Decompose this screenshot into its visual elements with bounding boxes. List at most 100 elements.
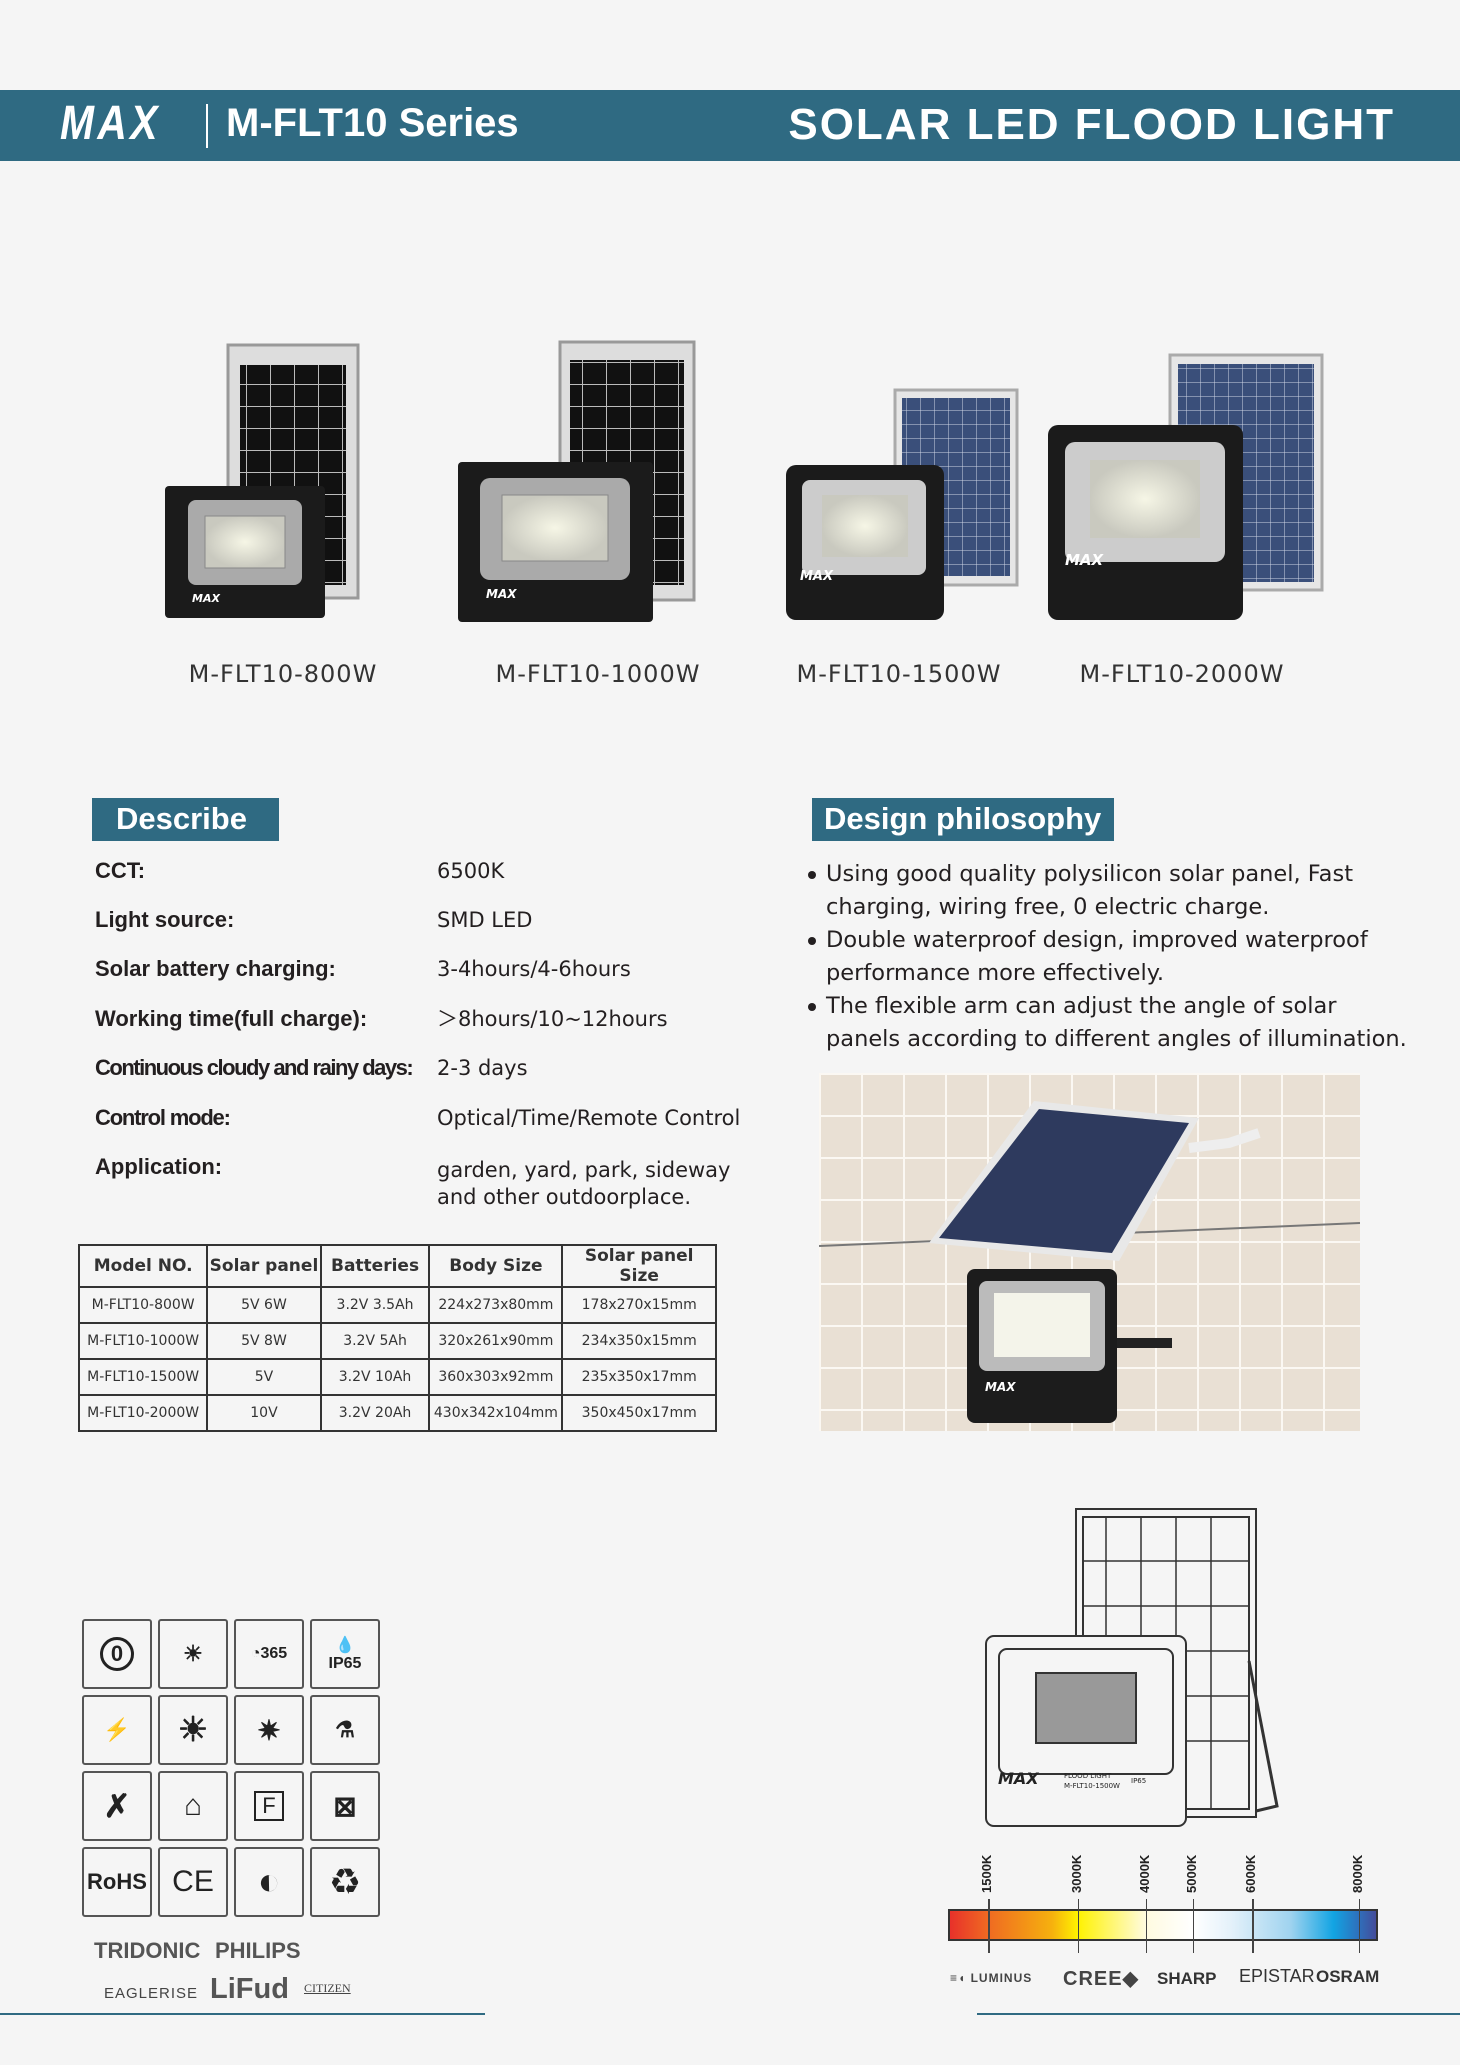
rohs-icon: RoHS [82,1847,152,1917]
cree-logo-icon: ◆ [1122,1968,1139,1990]
installation-photo: MAX [819,1073,1360,1431]
cct-tick [1192,1899,1195,1953]
ce-icon: CE [158,1847,228,1917]
cell: 320x261x90mm [428,1322,564,1360]
outdoor-house-icon: ⌂ [158,1771,228,1841]
spec-value: Optical/Time/Remote Control [437,1106,741,1130]
product-images: MAX MAX MAX MAX [165,340,1324,622]
spec-value: ＞8hours/10~12hours [437,1007,668,1031]
spec-table: Model NO. Solar panel Batteries Body Siz… [77,1244,717,1432]
brand-philips: PHILIPS [215,1938,301,1963]
svg-text:MAX: MAX [486,587,517,601]
spec-value: 6500K [437,859,505,883]
cell: 178x270x15mm [561,1286,717,1324]
brand-eaglerise: EAGLERISE [104,1985,199,2002]
brand-luminus: ≡◖ LUMINUS [950,1971,1032,1985]
cell: 3.2V 10Ah [319,1358,431,1396]
cct-label: 6000K [1243,1854,1259,1893]
cct-tick [1358,1899,1361,1953]
col-header: Model NO. [77,1244,209,1288]
product-1500w-image: MAX [786,388,1019,620]
cct-color-bar: 1500K 3000K 4000K 5000K 6000K 8000K [948,1855,1378,1953]
product-line-drawing: MAX FLOOD LIGHT M-FLT10-1500W IP65 [985,1508,1279,1827]
cell: M-FLT10-800W [77,1286,209,1324]
design-heading: Design philosophy [812,798,1114,841]
describe-heading: Describe [92,798,279,841]
sun-plug-icon: ☀ [158,1695,228,1765]
product-label: M-FLT10-1500W [796,660,1002,688]
cell: 3.2V 20Ah [319,1394,431,1432]
cct-label: 3000K [1068,1854,1084,1893]
brand-cree: CREE◆ [1063,1966,1139,1991]
design-bullets: Using good quality polysilicon solar pan… [806,858,1416,1056]
spec-label: Control mode: [95,1105,231,1130]
spec-label: Application: [95,1154,223,1179]
spec-value: SMD LED [437,908,533,932]
cell: 3.2V 5Ah [319,1322,431,1360]
brand-epistar: EPISTAR [1239,1966,1315,1986]
cell: M-FLT10-1000W [77,1322,209,1360]
svg-text:MAX: MAX [800,569,834,584]
cct-tick [1252,1899,1254,1953]
ip65-icon: 💧IP65 [310,1619,380,1689]
design-bullet: Double waterproof design, improved water… [806,924,1416,990]
cct-label: 4000K [1136,1854,1152,1893]
brand-citizen: CITIZEN [304,1981,351,1995]
svg-text:MAX: MAX [192,592,220,605]
cct-label: 8000K [1349,1854,1365,1893]
cct-tick [1145,1899,1148,1953]
feature-icons: 0 ☀ ◔365 💧IP65 ⚡ ☀ ✷ ⚗ ✗ ⌂ F ⊠ RoHS CE ◐… [82,1619,380,1917]
green-dot-icon: ◐ [234,1847,304,1917]
brand-luminus-text: LUMINUS [970,1971,1033,1985]
brand-sharp: SHARP [1157,1969,1217,1988]
cell: 5V 8W [206,1322,322,1360]
brand-osram: OSRAM [1316,1967,1380,1986]
recycle-icon: ♻ [310,1847,380,1917]
cct-label: 1500K [979,1854,995,1893]
col-header: Batteries [319,1244,431,1288]
col-header: Body Size [428,1244,564,1288]
cell: 5V 6W [206,1286,322,1324]
f-mark-icon: F [234,1771,304,1841]
table-header-row: Model NO. Solar panel Batteries Body Siz… [77,1244,717,1288]
cell: 360x303x92mm [428,1358,564,1396]
footer-line-right [977,2013,1460,2015]
device-brand: MAX [998,1769,1039,1788]
zero-electricity-icon: 0 [82,1619,152,1689]
cell: M-FLT10-2000W [77,1394,209,1432]
spec-value: garden, yard, park, sideway and other ou… [437,1158,731,1209]
luminus-logo-icon: ≡◖ [950,1971,967,1985]
spec-label: CCT: [95,858,146,883]
device-label-ip: IP65 [1131,1777,1146,1785]
cell: 235x350x17mm [561,1358,717,1396]
product-label: M-FLT10-2000W [1079,660,1285,688]
series-title: M-FLT10 Series [226,101,519,145]
svg-text:MAX: MAX [1065,551,1105,569]
warranty-365-icon: ◔365 [234,1619,304,1689]
cell: 430x342x104mm [428,1394,564,1432]
svg-text:MAX: MAX [985,1380,1016,1394]
design-bullet: The flexible arm can adjust the angle of… [806,990,1416,1056]
corrosion-resistant-icon: ⚗ [310,1695,380,1765]
spec-label: Working time(full charge): [95,1006,368,1031]
col-header: Solar panel [206,1244,322,1288]
spec-value: 2-3 days [437,1056,528,1080]
spec-value: 3-4hours/4-6hours [437,957,631,981]
spec-label: Solar battery charging: [95,956,336,981]
cell: 234x350x15mm [561,1322,717,1360]
product-label: M-FLT10-1000W [495,660,701,688]
product-2000w-image: MAX [1048,353,1324,620]
brand-logo: MAX [60,97,161,150]
product-800w-image: MAX [165,343,360,618]
brand-cree-text: CREE [1063,1968,1123,1990]
product-title: SOLAR LED FLOOD LIGHT [788,100,1395,149]
cell: 224x273x80mm [428,1286,564,1324]
tools-icon: ✗ [82,1771,152,1841]
cct-tick [988,1899,990,1953]
cell: 3.2V 3.5Ah [319,1286,431,1324]
solar-charging-icon: ⚡ [82,1695,152,1765]
cell: M-FLT10-1500W [77,1358,209,1396]
